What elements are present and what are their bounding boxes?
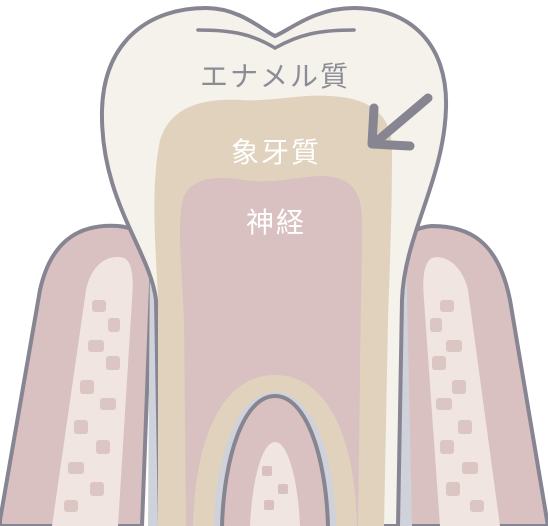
inner-bone-cells [262,466,288,510]
inner-arch-bone [250,442,300,526]
label-nerve: 神経 [246,206,306,239]
left-bone-cells [64,300,120,512]
crown-groove [196,28,356,51]
label-enamel: エナメル質 [200,60,350,93]
right-bone-cells [430,300,484,512]
arrow-pointing-down-left-icon [367,93,433,151]
label-dentin: 象牙質 [231,136,321,169]
